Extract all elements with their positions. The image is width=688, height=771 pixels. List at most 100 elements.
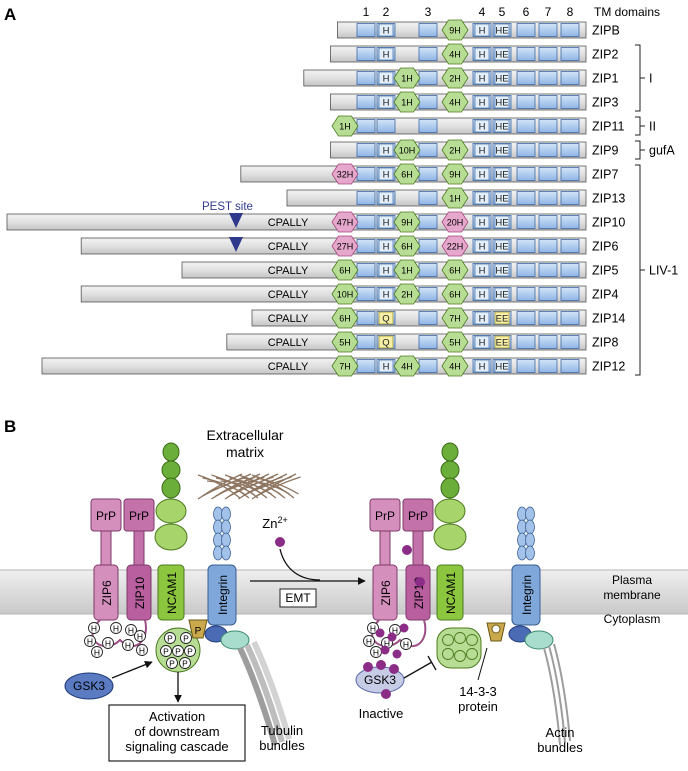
svg-text:H: H xyxy=(479,170,486,181)
tm-domain-6 xyxy=(516,119,536,133)
tm-domain-8 xyxy=(560,167,580,181)
svg-text:H: H xyxy=(91,624,97,634)
svg-text:P: P xyxy=(183,634,189,644)
tm-domain-3 xyxy=(418,311,438,325)
svg-text:P: P xyxy=(195,626,202,637)
cpally-motif: CPALLY xyxy=(268,337,309,349)
svg-text:H: H xyxy=(392,626,398,636)
phosphate xyxy=(166,657,178,669)
svg-text:22H: 22H xyxy=(447,242,464,252)
cytoplasm-label: Cytoplasm xyxy=(604,612,661,626)
cpally-motif: CPALLY xyxy=(268,361,309,373)
tm-domain-6 xyxy=(516,23,536,37)
svg-text:GSK3: GSK3 xyxy=(73,679,105,693)
tm-domain-7 xyxy=(538,143,558,157)
tm-domain-1 xyxy=(356,95,376,109)
row-label: ZIP5 xyxy=(592,264,618,278)
histidine xyxy=(400,638,412,650)
pest-site-marker xyxy=(229,237,243,252)
phosphate xyxy=(180,632,192,644)
tm4-motif xyxy=(474,335,490,349)
svg-text:4H: 4H xyxy=(449,362,461,372)
histidine-loop-2 xyxy=(393,259,421,281)
tm-domain-8 xyxy=(560,71,580,85)
tm-domain-8 xyxy=(560,47,580,61)
histidine-loop-3 xyxy=(441,355,469,377)
subfamily-label: I xyxy=(649,72,652,86)
histidine-loop-3 xyxy=(441,187,469,209)
tm-domain-7 xyxy=(538,23,558,37)
svg-text:6H: 6H xyxy=(449,290,461,300)
tm-domain-7 xyxy=(538,215,558,229)
svg-text:7H: 7H xyxy=(449,314,461,324)
histidine-loop-1 xyxy=(331,355,359,377)
svg-text:H: H xyxy=(403,640,409,650)
tm-domain-1 xyxy=(356,47,376,61)
svg-text:H: H xyxy=(384,639,390,649)
svg-text:HE: HE xyxy=(495,290,508,301)
svg-text:H: H xyxy=(139,646,145,656)
svg-text:27H: 27H xyxy=(337,242,354,252)
svg-text:32H: 32H xyxy=(337,170,354,180)
tm-domain-6 xyxy=(516,191,536,205)
svg-text:P: P xyxy=(167,634,173,644)
cpally-motif: CPALLY xyxy=(268,241,309,253)
tm-domain-8 xyxy=(560,119,580,133)
svg-text:EE: EE xyxy=(496,338,509,349)
tm-domain-1 xyxy=(356,23,376,37)
histidine-loop-1 xyxy=(331,211,359,233)
tm4-motif xyxy=(474,143,490,157)
tm-domain-6 xyxy=(516,47,536,61)
svg-text:P: P xyxy=(182,659,188,669)
tm-domain-1 xyxy=(356,287,376,301)
tm-domain-1 xyxy=(356,359,376,373)
tm4-motif xyxy=(474,191,490,205)
tm-domain-3 xyxy=(418,359,438,373)
zip10-left xyxy=(126,564,152,621)
svg-text:HE: HE xyxy=(495,74,508,85)
tm4-motif xyxy=(474,263,490,277)
svg-text:H: H xyxy=(383,170,390,181)
row-label: ZIP3 xyxy=(592,96,618,110)
row-label: ZIP9 xyxy=(592,144,618,158)
svg-text:NCAM1: NCAM1 xyxy=(165,572,179,614)
svg-text:H: H xyxy=(366,637,372,647)
tm-domain-6 xyxy=(516,167,536,181)
tm-domain-6 xyxy=(516,95,536,109)
tm-domain-3 xyxy=(418,47,438,61)
protein-bar xyxy=(6,213,587,231)
cpally-motif: CPALLY xyxy=(268,289,309,301)
tm2-motif xyxy=(378,359,394,373)
phosphate xyxy=(164,632,176,644)
svg-text:H: H xyxy=(125,641,131,651)
svg-text:H: H xyxy=(383,242,390,253)
svg-text:H: H xyxy=(479,314,486,325)
row-label: ZIP12 xyxy=(592,360,625,374)
svg-text:NCAM1: NCAM1 xyxy=(444,572,458,614)
subfamily-label: LIV-1 xyxy=(649,264,678,278)
svg-text:1H: 1H xyxy=(339,122,351,132)
tm-domain-6 xyxy=(516,263,536,277)
svg-text:PrP: PrP xyxy=(408,509,428,523)
emt-transition: Zn2+ EMT xyxy=(250,515,366,608)
tm-domain-1 xyxy=(356,119,376,133)
row-label: ZIP10 xyxy=(592,216,625,230)
tm-domain-2 xyxy=(376,119,396,133)
tm-domain-7 xyxy=(538,191,558,205)
svg-text:P: P xyxy=(169,659,175,669)
tm5-motif xyxy=(494,23,510,37)
svg-text:HE: HE xyxy=(495,146,508,157)
svg-text:H: H xyxy=(370,624,376,634)
histidine-loop-3 xyxy=(441,283,469,305)
tm2-motif xyxy=(378,95,394,109)
tm-number-5: 5 xyxy=(499,5,506,19)
svg-text:6H: 6H xyxy=(401,170,413,180)
tm4-motif xyxy=(474,119,490,133)
tm-domain-3 xyxy=(418,263,438,277)
